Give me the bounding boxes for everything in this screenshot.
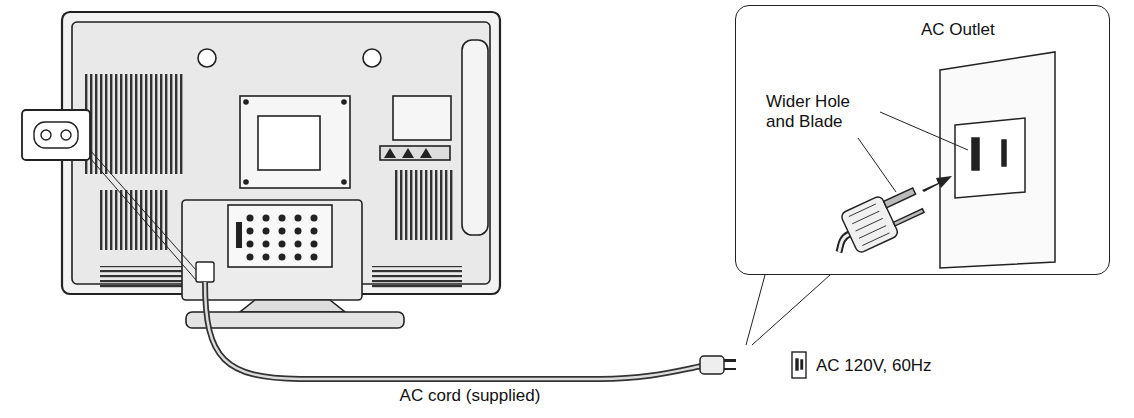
tv-stand: [186, 312, 404, 328]
ac-inlet: [61, 130, 71, 140]
tv-back: [462, 40, 488, 235]
tv-back: [240, 96, 350, 188]
tv-stand: [182, 200, 362, 300]
wall-outlet-small: [801, 360, 803, 369]
ac-cord: [700, 356, 724, 374]
jack: [311, 215, 318, 222]
wall-outlet-small: [796, 359, 798, 370]
tv-back: [84, 74, 184, 174]
tv-stand: [228, 205, 332, 267]
inset-plug: [893, 209, 924, 226]
jack: [279, 241, 286, 248]
inset-box: AC OutletWider Hole and Blade: [735, 5, 1110, 275]
jack: [311, 228, 318, 235]
insert-arrow: [922, 176, 952, 192]
tv-back: [363, 49, 381, 67]
tv-back: [62, 12, 500, 294]
tv-back: [342, 100, 346, 104]
callout-label: Wider Hole and Blade: [766, 92, 878, 133]
jack: [263, 228, 270, 235]
tv-back: [258, 116, 320, 170]
ac-inlet: [41, 130, 51, 140]
tv-back: [384, 148, 432, 158]
ac-cord: [205, 282, 702, 379]
inset-leader: [752, 275, 830, 345]
tv-back: [342, 180, 346, 184]
jack: [247, 241, 254, 248]
ac-inlet: [22, 110, 90, 160]
inset-plug: [884, 188, 916, 208]
jack: [247, 254, 254, 261]
jack: [295, 215, 302, 222]
jack: [295, 241, 302, 248]
wall-outlet-small: [792, 352, 806, 378]
ac-cord: [205, 282, 702, 379]
jack: [263, 254, 270, 261]
outlet-label: AC Outlet: [921, 20, 1041, 40]
jack: [263, 241, 270, 248]
tv-back: [198, 49, 216, 67]
tv-back: [380, 146, 450, 160]
inset-outlet: [940, 52, 1055, 268]
terminal-jacks: [236, 215, 318, 261]
ac-cord: [205, 282, 736, 379]
jack: [295, 228, 302, 235]
wall-outlet-small: [792, 352, 806, 378]
ac-inlet: [90, 158, 196, 280]
jack: [247, 228, 254, 235]
inset-outlet: [940, 52, 1055, 268]
voltage-label: AC 120V, 60Hz: [816, 356, 932, 376]
hole-blade-leader: [858, 112, 968, 192]
inset-leader: [746, 275, 830, 345]
tv-back: [100, 190, 170, 250]
tv-back: [244, 180, 248, 184]
hole-blade-leader: [858, 138, 896, 192]
jack: [236, 222, 242, 248]
insert-arrow: [922, 176, 952, 192]
tv-back: [62, 12, 500, 294]
ac-inlet: [90, 150, 196, 270]
inset-outlet: [972, 138, 979, 170]
inset-outlet: [955, 118, 1025, 198]
inset-plug: [849, 204, 890, 246]
hole-blade-leader: [880, 112, 968, 150]
cord-label: AC cord (supplied): [400, 386, 541, 406]
ac-cord: [724, 359, 736, 362]
jack: [295, 254, 302, 261]
tv-back: [372, 266, 462, 288]
ac-inlet: [22, 110, 214, 282]
jack: [279, 228, 286, 235]
ac-cord: [724, 368, 736, 370]
jack: [311, 254, 318, 261]
ac-inlet: [34, 122, 78, 148]
inset-plug: [825, 182, 929, 262]
jack: [279, 215, 286, 222]
ac-inlet: [196, 262, 214, 282]
tv-back: [100, 266, 190, 288]
tv-back: [72, 22, 490, 284]
jack: [311, 241, 318, 248]
jack: [263, 215, 270, 222]
tv-stand: [240, 300, 345, 312]
tv-stand: [182, 200, 404, 328]
jack: [247, 215, 254, 222]
inset-leader: [746, 275, 765, 345]
tv-back: [395, 170, 455, 240]
tv-back: [244, 100, 248, 104]
inset-outlet: [1002, 140, 1006, 166]
tv-back: [393, 96, 451, 140]
jack: [279, 254, 286, 261]
